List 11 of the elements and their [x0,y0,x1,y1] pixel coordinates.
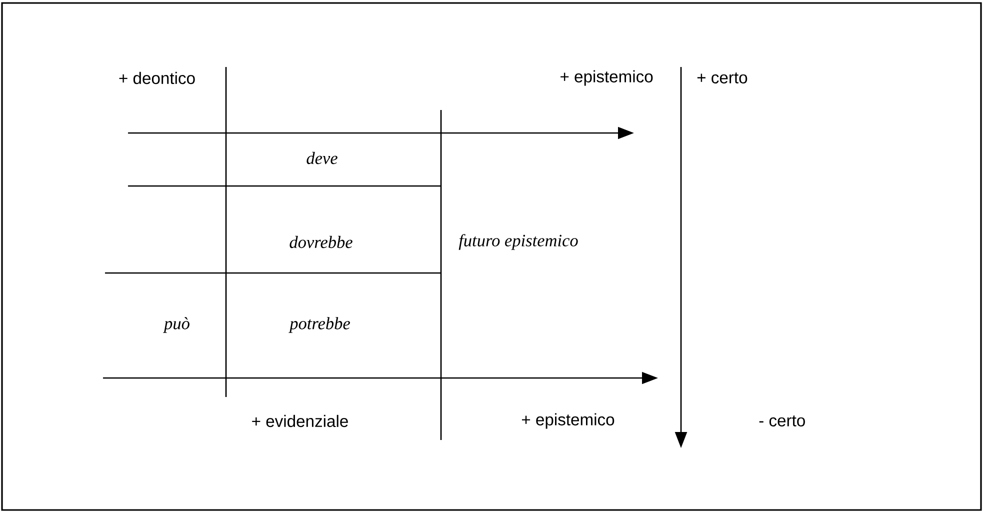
axis-label: + epistemico [522,413,614,429]
cell-label: deve [306,152,338,164]
axis-label: + evidenziale [252,414,348,428]
axis-label: - certo [759,416,805,426]
cell-label: dovrebbe [290,236,352,248]
axis-label: + certo [697,72,748,84]
axis-label: + epistemico [560,70,653,86]
cell-label: può [163,317,190,333]
cell-label: potrebbe [288,317,350,333]
axis-label: + deontico [119,72,195,84]
cell-label: futuro epistemico [458,234,578,250]
